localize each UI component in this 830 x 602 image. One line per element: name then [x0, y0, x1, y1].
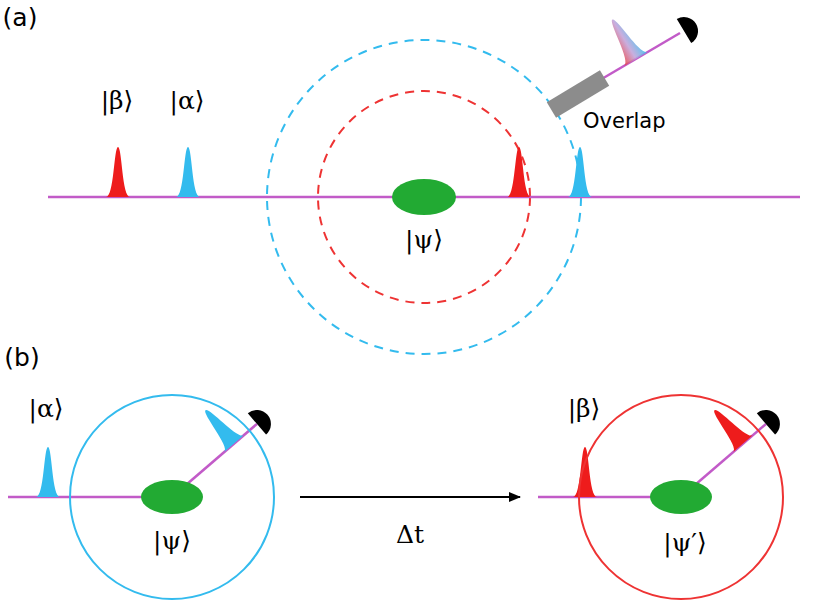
detector — [757, 404, 786, 434]
node-shape — [69, 394, 275, 600]
blue-pulse — [36, 447, 60, 497]
red-pulse — [573, 447, 597, 497]
red-pulse — [106, 147, 130, 197]
state-label: |β⟩ — [568, 396, 601, 421]
system-blob — [141, 480, 203, 514]
emitted-pulse — [196, 402, 244, 452]
mixed-pulse — [600, 12, 648, 66]
detector — [677, 12, 703, 43]
detector — [248, 404, 277, 434]
interaction-region: |ψ⟩ — [69, 394, 275, 600]
state-label: |ψ⟩ — [153, 528, 191, 553]
state-label: |ψ′⟩ — [663, 530, 706, 555]
interaction-circle — [70, 395, 274, 599]
quantum-system: |ψ⟩ — [384, 175, 464, 257]
state-label: |α⟩ — [169, 88, 204, 113]
state-label: |ψ⟩ — [405, 227, 443, 252]
time-arrow — [300, 496, 520, 498]
interaction-circle — [579, 395, 783, 599]
node-shape — [578, 394, 784, 600]
system-blob — [392, 179, 456, 215]
red-pulse — [507, 147, 531, 197]
state-label: |β⟩ — [101, 88, 134, 113]
emitted-pulse — [705, 402, 753, 452]
state-label: |α⟩ — [28, 396, 63, 421]
blue-pulse — [176, 147, 200, 197]
device-label: Overlap — [583, 111, 666, 132]
panel-label: (b) — [4, 345, 39, 370]
panel-label: (a) — [3, 5, 38, 30]
edge-label: Δt — [396, 522, 424, 547]
blue-pulse — [568, 147, 592, 197]
system-blob — [650, 480, 712, 514]
interaction-region: |ψ′⟩ — [578, 394, 784, 600]
